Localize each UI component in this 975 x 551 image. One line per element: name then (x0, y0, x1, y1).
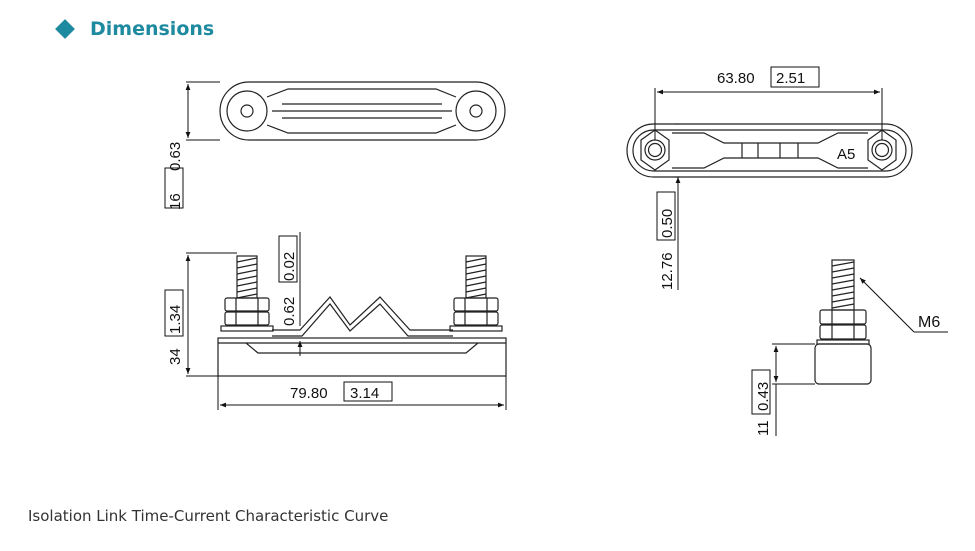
thread-leader (859, 277, 948, 333)
side-view-base (217, 337, 507, 377)
side-view-fuse-element (272, 296, 453, 331)
dim-top-height-box (164, 167, 184, 209)
dim-top-height-in: 0.63 (167, 142, 184, 171)
dim-right-height (656, 123, 681, 290)
dim-right-length (654, 66, 883, 140)
fuse-marking: A5 (837, 146, 855, 163)
dim-right-length-mm: 63.80 (717, 70, 755, 87)
stud-detail-thread (831, 259, 855, 311)
dim-side-length-mm: 79.80 (290, 385, 328, 402)
side-view-base-slot (245, 342, 479, 354)
dim-side-height-mm: 34 (167, 348, 184, 365)
top-view (219, 81, 506, 141)
right-top-view-rib-upper (672, 132, 868, 144)
dim-bend-thickness-in: 0.02 (281, 252, 298, 281)
top-view-body (219, 81, 506, 141)
side-view (217, 255, 507, 377)
dim-top-height-mm: 16 (167, 193, 184, 210)
right-top-view-body (626, 123, 913, 178)
dim-bend-thickness (278, 232, 303, 356)
dim-right-length-in: 2.51 (776, 70, 805, 87)
dim-side-length (217, 376, 507, 410)
dim-right-height-mm: 12.76 (659, 252, 676, 290)
top-view-left-boss (226, 90, 268, 132)
right-top-view-right-stud (874, 142, 890, 158)
right-top-view-left-stud (647, 142, 663, 158)
dim-nut-height (751, 343, 815, 436)
dim-right-height-in: 0.50 (659, 209, 676, 238)
top-view-rib-upper (266, 88, 457, 98)
side-view-left-nut-upper (224, 297, 270, 312)
dim-side-height (164, 252, 237, 377)
top-view-right-boss (455, 90, 497, 132)
thread-size-label: M6 (918, 314, 940, 331)
dim-nut-height-mm: 11 (755, 420, 772, 436)
dim-bend-thickness-mm: 0.62 (281, 297, 298, 326)
stud-detail-nut-upper (819, 309, 867, 325)
side-view-left-nut-lower (224, 311, 270, 326)
dim-side-length-in: 3.14 (350, 385, 379, 402)
top-view-left-hole (240, 104, 254, 118)
stud-detail-base (814, 343, 872, 385)
right-top-view (626, 123, 913, 178)
dim-top-height (164, 81, 220, 209)
caption-link: Isolation Link Time-Current Characterist… (28, 507, 389, 525)
dim-nut-height-in: 0.43 (755, 382, 772, 411)
section-title: Dimensions (90, 18, 215, 40)
right-top-view-rib-lower (672, 157, 868, 169)
section-header: Dimensions (55, 14, 215, 44)
stud-detail (814, 259, 872, 385)
top-view-rib-lower (266, 124, 457, 134)
dim-side-height-in: 1.34 (167, 305, 184, 334)
side-view-right-nut-upper (453, 297, 499, 312)
stud-detail-nut-lower (819, 324, 867, 340)
top-view-right-hole (469, 104, 483, 118)
side-view-right-nut-lower (453, 311, 499, 326)
